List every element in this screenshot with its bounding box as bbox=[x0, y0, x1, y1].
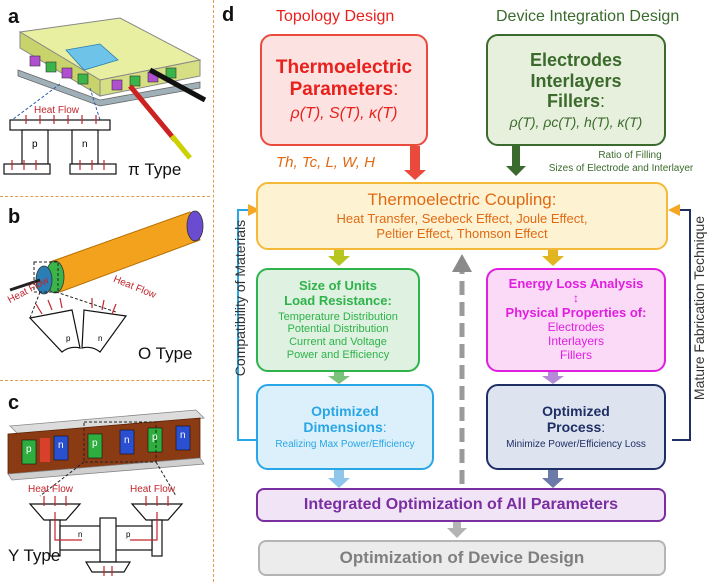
y-heat-flow-left: Heat Flow bbox=[28, 484, 74, 495]
size-item-1: Temperature Distribution bbox=[278, 310, 398, 323]
heat-flow-label: Heat Flow bbox=[34, 105, 80, 116]
panel-divider bbox=[0, 196, 210, 198]
y-type-illustration bbox=[7, 409, 205, 576]
y-module-leg-4: n bbox=[124, 435, 130, 446]
optimized-process-box: Optimized Process: Minimize Power/Effici… bbox=[486, 384, 666, 470]
panel-b-label: b bbox=[8, 206, 21, 228]
flow-connectors bbox=[237, 146, 691, 538]
pi-type-label: π Type bbox=[128, 160, 182, 179]
panel-divider-2 bbox=[0, 380, 210, 382]
size-item-2: Potential Distribution bbox=[287, 323, 389, 336]
size-item-4: Power and Efficiency bbox=[286, 348, 390, 361]
energy-title-2: Physical Properties of: bbox=[505, 305, 647, 321]
size-of-units-box: Size of Units Load Resistance: Temperatu… bbox=[256, 268, 420, 372]
electrodes-formula: ρ(T), ρc(T), h(T), κ(T) bbox=[509, 113, 643, 130]
optimized-dimensions-box: Optimized Dimensions: Realizing Max Powe… bbox=[256, 384, 434, 470]
o-n-leg-label: n bbox=[98, 334, 103, 343]
y-type-label: Y Type bbox=[8, 546, 61, 565]
geometric-parameters: Th, Tc, L, W, H bbox=[276, 154, 375, 171]
device-design-box: Optimization of Device Design bbox=[258, 540, 666, 576]
size-title-1: Size of Units bbox=[298, 277, 377, 293]
electrodes-line-2: Interlayers bbox=[530, 70, 622, 91]
thermoelectric-parameters-box: Thermoelectric Parameters: ρ(T), S(T), κ… bbox=[260, 34, 428, 146]
electrodes-box: Electrodes Interlayers Fillers: ρ(T), ρc… bbox=[486, 34, 666, 146]
energy-item-3: Fillers bbox=[560, 347, 592, 362]
pi-type-illustration bbox=[3, 17, 207, 175]
n-leg-label: n bbox=[82, 139, 88, 150]
p-leg-label: p bbox=[32, 139, 38, 150]
tep-title-1: Thermoelectric bbox=[275, 56, 413, 78]
size-title-2: Load Resistance: bbox=[284, 292, 392, 308]
electrodes-line-1: Electrodes bbox=[529, 49, 623, 70]
opt-dim-title-1: Optimized bbox=[311, 403, 379, 420]
integrated-title: Integrated Optimization of All Parameter… bbox=[303, 495, 619, 513]
y-module-leg-3: p bbox=[92, 438, 98, 449]
device-title: Optimization of Device Design bbox=[339, 548, 585, 568]
tep-title-2: Parameters bbox=[289, 78, 394, 100]
y-n-leg-label: n bbox=[78, 530, 83, 539]
y-module-leg-6: n bbox=[180, 430, 186, 441]
energy-item-2: Interlayers bbox=[547, 333, 605, 348]
panel-a-label: a bbox=[8, 6, 20, 28]
opt-proc-title-2: Process bbox=[546, 419, 602, 436]
o-type-illustration bbox=[9, 210, 204, 353]
energy-item-1: Electrodes bbox=[547, 320, 605, 335]
opt-proc-sub: Minimize Power/Efficiency Loss bbox=[506, 439, 646, 451]
opt-dim-colon: : bbox=[382, 419, 387, 436]
y-p-leg-label: p bbox=[126, 530, 131, 539]
coupling-line-2: Peltier Effect, Thomson Effect bbox=[376, 225, 548, 241]
energy-arrow-icon: ↕ bbox=[573, 291, 579, 306]
y-module-leg-1: p bbox=[26, 444, 32, 455]
coupling-line-1: Heat Transfer, Seebeck Effect, Joule Eff… bbox=[336, 210, 588, 226]
opt-proc-title-1: Optimized bbox=[542, 403, 610, 420]
y-module-leg-5: p bbox=[152, 432, 158, 443]
opt-proc-colon: : bbox=[601, 419, 606, 436]
size-item-3: Current and Voltage bbox=[289, 335, 387, 348]
energy-title: Energy Loss Analysis bbox=[508, 276, 644, 292]
topology-header: Topology Design bbox=[276, 8, 395, 25]
electrodes-line-3: Fillers bbox=[546, 91, 600, 112]
panel-separator bbox=[213, 0, 215, 582]
fabrication-label: Mature Fabrication Technique bbox=[691, 215, 707, 401]
panel-c-label: c bbox=[8, 392, 20, 414]
ratio-text-2: Sizes of Electrode and Interlayer bbox=[548, 163, 694, 174]
y-module-leg-2: n bbox=[58, 440, 64, 451]
integrated-optimization-box: Integrated Optimization of All Parameter… bbox=[256, 488, 666, 522]
integration-header: Device Integration Design bbox=[496, 8, 680, 25]
coupling-title: Thermoelectric Coupling: bbox=[367, 190, 557, 210]
opt-dim-sub: Realizing Max Power/Efficiency bbox=[275, 439, 415, 451]
compatibility-label: Compatibility of Materials bbox=[232, 219, 248, 377]
tep-colon: : bbox=[393, 78, 399, 100]
opt-dim-title-2: Dimensions bbox=[303, 419, 383, 436]
energy-loss-box: Energy Loss Analysis ↕ Physical Properti… bbox=[486, 268, 666, 372]
panel-d-label: d bbox=[222, 4, 235, 26]
o-p-leg-label: p bbox=[66, 334, 71, 343]
ratio-text-1: Ratio of Filling bbox=[598, 150, 662, 161]
electrodes-colon: : bbox=[600, 91, 606, 112]
o-type-label: O Type bbox=[138, 344, 193, 363]
tep-formula: ρ(T), S(T), κ(T) bbox=[290, 104, 398, 122]
thermoelectric-coupling-box: Thermoelectric Coupling: Heat Transfer, … bbox=[256, 182, 668, 250]
y-heat-flow-right: Heat Flow bbox=[130, 484, 176, 495]
